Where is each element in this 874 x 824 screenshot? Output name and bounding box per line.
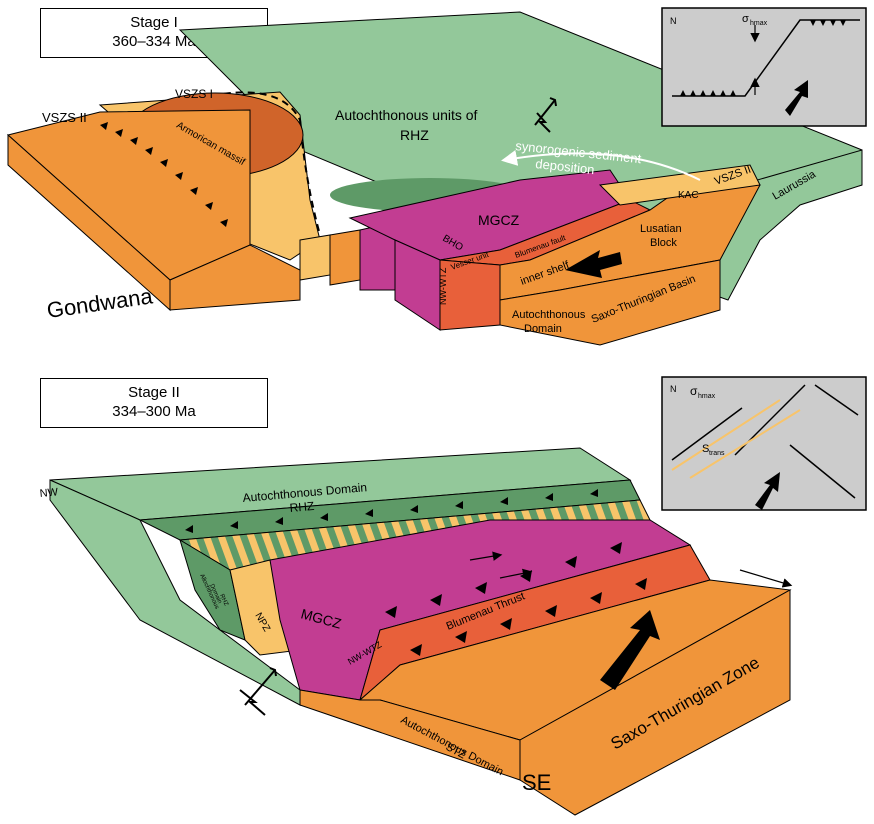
stage1-inset <box>661 7 867 127</box>
inset1-sigma-sub: hmax <box>750 20 768 27</box>
inset2-sigma: σ <box>690 384 698 398</box>
label-vszs2-left: VSZS II <box>42 110 87 125</box>
inset2-strans: S <box>702 443 709 455</box>
stage2-diagram: NW Autochthonous Domain RHZ Allochthonou… <box>39 376 867 816</box>
allochthonous-rhz <box>179 538 246 641</box>
label-gondwana: Gondwana <box>45 283 155 323</box>
npz-block <box>229 559 301 656</box>
synorogenic-arrow <box>501 150 701 181</box>
stage1-title: Stage I <box>130 14 178 31</box>
label-autochthonous-1: Autochthonous <box>512 309 586 321</box>
label-mgcz-1: MGCZ <box>478 212 520 228</box>
label-se: SE <box>522 770 551 795</box>
stage1-motion-arrow <box>565 250 622 278</box>
kac-band <box>598 164 761 206</box>
fault-block-2 <box>329 229 361 286</box>
stage2-motion-arrow <box>600 610 660 690</box>
stage1-age: 360–334 Ma <box>112 33 196 50</box>
stage2-title: Stage II <box>128 384 180 401</box>
stage2-north-arrow <box>239 667 277 716</box>
label-kac: KAC <box>678 190 699 201</box>
stage1-diagram: VSZS II VSZS I Armorican massif Autochth… <box>6 7 867 346</box>
inset2-strans-sub: trans <box>709 450 725 457</box>
stb-front <box>499 259 721 346</box>
label-autochthonous-2: Domain <box>524 323 562 335</box>
stz-left-face <box>299 689 521 781</box>
inset2-north: N <box>670 384 677 394</box>
label-nw: NW <box>39 486 59 500</box>
inset1-sigma: σ <box>742 13 749 25</box>
inset1-north: N <box>670 16 677 26</box>
label-nwwtz-1: NW-WTZ <box>438 267 448 305</box>
nwwtz-front <box>439 259 501 331</box>
label-autochthonous-rhz: Autochthonous units of <box>335 107 478 123</box>
label-rhz: RHZ <box>400 127 429 143</box>
stage1-north-arrow <box>534 97 557 133</box>
label-lusatian-2: Block <box>650 237 677 249</box>
label-lusatian-1: Lusatian <box>640 223 682 235</box>
label-allo-3: RHZ <box>218 593 229 607</box>
label-vszs1: VSZS I <box>175 87 213 101</box>
stage2-inset <box>661 376 867 511</box>
label-rhz-2: RHZ <box>289 499 315 515</box>
inset2-sigma-sub: hmax <box>698 393 716 400</box>
label-deposition: deposition <box>535 156 596 177</box>
gondwana-front <box>169 244 301 311</box>
stage2-title-box: Stage II 334–300 Ma <box>40 378 268 428</box>
stage2-age: 334–300 Ma <box>112 403 196 420</box>
fault-block-1 <box>299 234 331 281</box>
